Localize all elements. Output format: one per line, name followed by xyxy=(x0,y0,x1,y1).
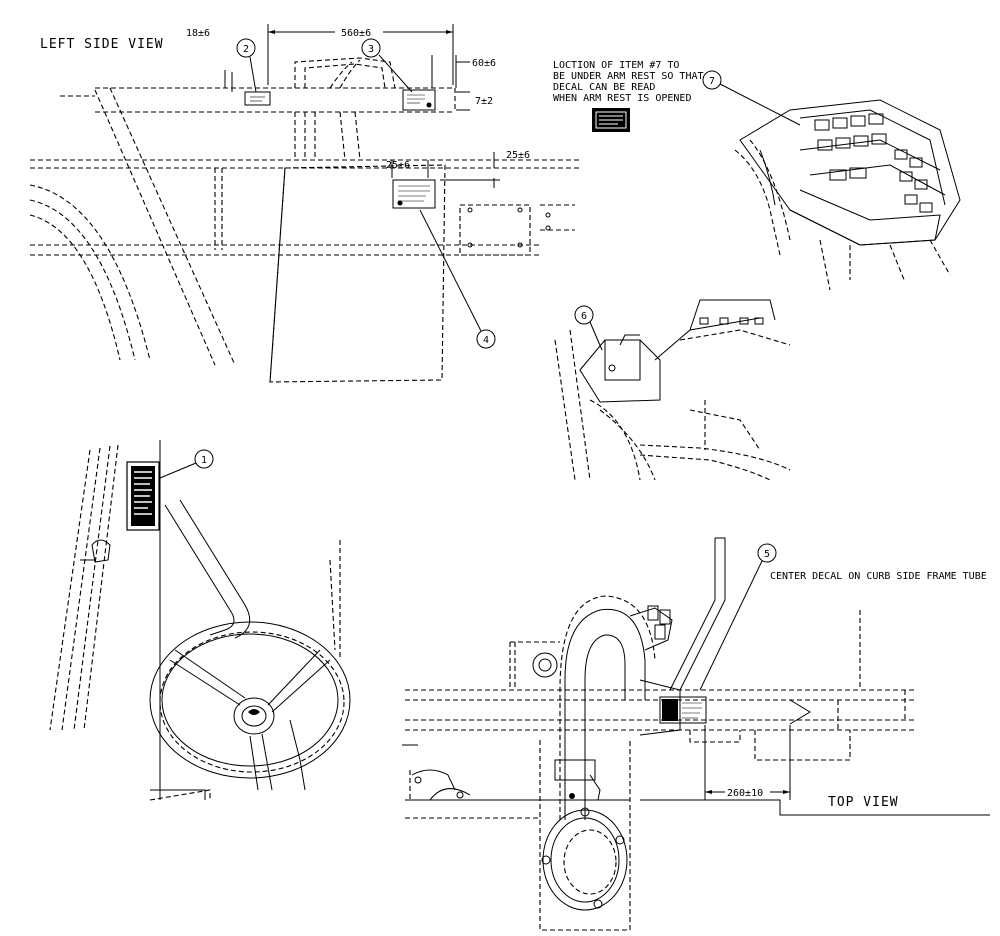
decal-5 xyxy=(659,696,707,724)
note-item5: CENTER DECAL ON CURB SIDE FRAME TUBE xyxy=(770,571,987,582)
callout-3: 3 xyxy=(368,44,374,55)
armrest-switch-grid xyxy=(814,113,933,213)
callout-6: 6 xyxy=(581,311,587,322)
callout-2-bubble xyxy=(236,38,256,58)
dim-18: 18±6 xyxy=(186,28,210,39)
callout-1: 1 xyxy=(201,455,207,466)
dim-60: 60±6 xyxy=(472,58,496,69)
top-view: 5 CENTER DECAL ON CURB SIDE FRAME TUBE T… xyxy=(402,537,990,931)
note-item7-line3: DECAL CAN BE READ xyxy=(553,82,655,93)
callout-2: 2 xyxy=(243,44,249,55)
item6-view: 6 xyxy=(554,299,791,481)
callout-3-bubble xyxy=(361,38,381,58)
callout-4-bubble xyxy=(476,329,496,349)
callout-6-bubble xyxy=(574,305,594,325)
callout-1-bubble xyxy=(194,449,214,469)
callout-5-bubble xyxy=(757,543,777,563)
dim-25-horizontal: 25±6 xyxy=(386,160,410,171)
armrest-view: LOCTION OF ITEM #7 TO BE UNDER ARM REST … xyxy=(553,60,961,291)
dim-260: 260±10 xyxy=(727,788,763,799)
note-item7-line4: WHEN ARM REST IS OPENED xyxy=(553,93,691,104)
dim-7: 7±2 xyxy=(475,96,493,107)
left-side-view-title: LEFT SIDE VIEW xyxy=(40,37,164,52)
callout-5: 5 xyxy=(764,549,770,560)
callout-4: 4 xyxy=(483,335,489,346)
callout-7: 7 xyxy=(709,76,715,87)
note-item7-line1: LOCTION OF ITEM #7 TO xyxy=(553,60,679,71)
top-view-title: TOP VIEW xyxy=(828,795,899,810)
callout-7-bubble xyxy=(702,70,722,90)
dim-560: 560±6 xyxy=(341,28,371,39)
note-item7-line2: BE UNDER ARM REST SO THAT xyxy=(553,71,704,82)
dim-25-vertical: 25±6 xyxy=(506,150,530,161)
steering-view: 1 xyxy=(49,440,351,801)
left-side-view: LEFT SIDE VIEW xyxy=(29,24,580,383)
